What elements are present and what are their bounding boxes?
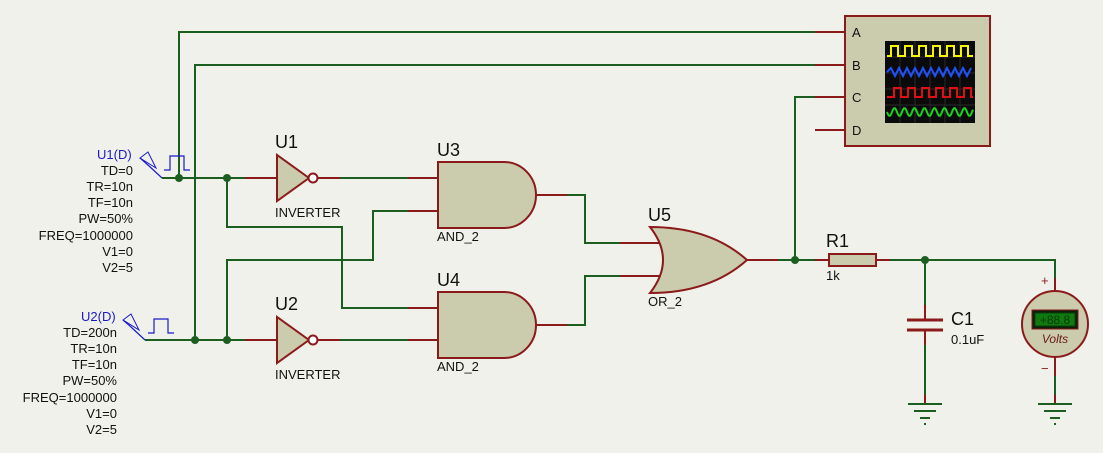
junction-dot [175, 174, 183, 182]
source-prop: TF=10n [88, 195, 133, 210]
component-value: 0.1uF [951, 332, 984, 347]
voltmeter-minus: − [1041, 361, 1049, 376]
source-pin [139, 157, 163, 179]
junction-dot [223, 174, 231, 182]
oscilloscope[interactable]: A B C D [815, 15, 991, 147]
source-prop: TR=10n [70, 341, 117, 356]
wire-u4-to-u5[interactable] [567, 275, 620, 326]
source-ref: U1(D) [97, 147, 132, 162]
channel-label: D [852, 123, 861, 138]
inversion-bubble [307, 172, 319, 184]
inverter-u1[interactable]: U1 INVERTER [245, 132, 341, 220]
ground-c1 [908, 395, 942, 425]
wire-u1-to-scope-a[interactable] [178, 31, 815, 178]
source-u2[interactable]: U2(D) TD=200n TR=10n TF=10n PW=50% FREQ=… [23, 309, 174, 437]
source-prop: TD=0 [101, 163, 133, 178]
ground-icon [1038, 403, 1072, 425]
component-ref: U4 [437, 270, 460, 290]
ground-icon [908, 403, 942, 425]
wire-u2-to-u3[interactable] [226, 210, 408, 340]
pulse-waveform-icon [164, 155, 190, 171]
capacitor-c1[interactable]: C1 0.1uF [907, 305, 984, 347]
component-type: OR_2 [648, 294, 682, 309]
source-prop: V1=0 [102, 244, 133, 259]
component-value: 1k [826, 268, 840, 283]
and-gate-u4[interactable]: U4 AND_2 [408, 270, 567, 374]
component-ref: R1 [826, 231, 849, 251]
junction-dot [191, 336, 199, 344]
component-ref: U2 [275, 294, 298, 314]
or-gate-u5[interactable]: U5 OR_2 [620, 205, 778, 309]
source-prop: TF=10n [72, 357, 117, 372]
inverter-body [276, 153, 311, 203]
source-arrow-icon [122, 313, 141, 332]
resistor-body [828, 253, 877, 267]
component-type: INVERTER [275, 367, 341, 382]
junction-dot [223, 336, 231, 344]
trace-channel-c [887, 87, 973, 98]
dc-voltmeter[interactable]: +88.8 Volts + − [1021, 273, 1089, 376]
wire-u1-to-u4[interactable] [226, 178, 408, 309]
source-prop: V2=5 [86, 422, 117, 437]
source-prop: TR=10n [86, 179, 133, 194]
inversion-bubble [307, 334, 319, 346]
component-type: INVERTER [275, 205, 341, 220]
source-prop: TD=200n [63, 325, 117, 340]
source-prop: V1=0 [86, 406, 117, 421]
and-gate-body [437, 161, 537, 229]
source-ref: U2(D) [81, 309, 116, 324]
ground-voltmeter [1038, 395, 1072, 425]
and-gate-body [437, 291, 537, 359]
voltmeter-plus: + [1041, 273, 1049, 288]
wire-to-scope-c[interactable] [794, 96, 815, 260]
and-gate-u3[interactable]: U3 AND_2 [408, 140, 567, 244]
component-ref: C1 [951, 309, 974, 329]
channel-label: A [852, 25, 861, 40]
wires [145, 31, 1056, 404]
source-prop: FREQ=1000000 [39, 228, 133, 243]
trace-channel-b [886, 65, 972, 79]
trace-channel-d [886, 107, 974, 117]
resistor-r1[interactable]: R1 1k [815, 231, 890, 283]
source-arrow-icon [139, 151, 158, 170]
component-ref: U1 [275, 132, 298, 152]
source-prop: PW=50% [62, 373, 117, 388]
wire-u2-to-scope-b[interactable] [194, 64, 815, 340]
pulse-waveform-icon [148, 318, 174, 334]
wire-r1-to-voltmeter[interactable] [890, 259, 1056, 278]
junction-dot [791, 256, 799, 264]
inverter-u2[interactable]: U2 INVERTER [245, 294, 341, 382]
source-u1[interactable]: U1(D) TD=0 TR=10n TF=10n PW=50% FREQ=100… [39, 147, 190, 275]
inverter-body [276, 315, 311, 365]
wire-u3-to-u5[interactable] [567, 194, 620, 244]
source-prop: PW=50% [78, 211, 133, 226]
component-type: AND_2 [437, 229, 479, 244]
source-prop: FREQ=1000000 [23, 390, 117, 405]
junctions [175, 174, 929, 344]
source-pin [122, 319, 146, 341]
component-ref: U5 [648, 205, 671, 225]
voltmeter-lcd-inner [1034, 312, 1076, 327]
junction-dot [921, 256, 929, 264]
voltmeter-display: +88.8 [1040, 313, 1071, 327]
trace-channel-a [887, 45, 973, 57]
channel-label: C [852, 90, 861, 105]
component-type: AND_2 [437, 359, 479, 374]
channel-label: B [852, 58, 861, 73]
voltmeter-unit: Volts [1042, 332, 1068, 346]
or-gate-body [647, 225, 749, 295]
source-prop: V2=5 [102, 260, 133, 275]
component-ref: U3 [437, 140, 460, 160]
